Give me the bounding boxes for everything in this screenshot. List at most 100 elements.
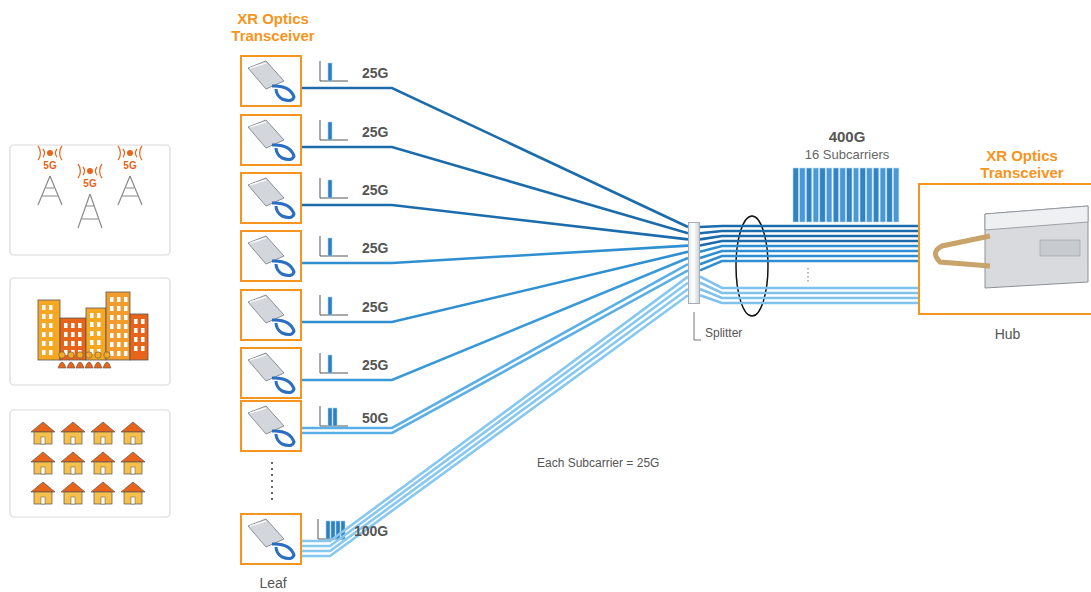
leaf-transceiver: 25G [240, 230, 302, 282]
window [124, 306, 128, 311]
building-icon [130, 314, 148, 360]
window [134, 328, 138, 333]
subcarrier-bar [800, 168, 805, 222]
house-wall [64, 462, 82, 474]
optical-splitter: Splitter [688, 222, 700, 304]
window [124, 342, 128, 347]
pull-tab [272, 145, 294, 160]
house-roof [121, 422, 145, 432]
house-wall [34, 432, 52, 444]
subcarrier-bar [328, 63, 332, 81]
building-body [38, 300, 60, 360]
tower-antenna [47, 150, 53, 156]
window [64, 341, 68, 346]
window [117, 315, 121, 320]
house-roof [31, 482, 55, 492]
house-door [71, 437, 75, 444]
window [141, 337, 145, 342]
splitter-label: Splitter [705, 327, 742, 341]
house-roof [61, 422, 85, 432]
window [124, 333, 128, 338]
subcarrier-bar [806, 168, 811, 222]
leaf-transceiver: 25G [240, 289, 302, 341]
window [71, 323, 75, 328]
fiber-strand [302, 289, 688, 551]
house-roof [121, 452, 145, 462]
house-door [41, 467, 45, 474]
house-door [71, 467, 75, 474]
pull-tab [272, 378, 294, 393]
house-icon [121, 482, 145, 504]
window [78, 341, 82, 346]
component-heading: XR Optics Transceiver [947, 147, 1091, 182]
subcarrier-bar [333, 408, 337, 426]
leaf-transceiver: XR Optics Transceiver25G [240, 55, 302, 107]
house-wall [124, 462, 142, 474]
window [64, 323, 68, 328]
hub-module [935, 206, 1088, 288]
radio-wave [43, 149, 44, 157]
tower-antenna [87, 168, 93, 174]
pull-tab [272, 86, 294, 101]
subcarrier-bar [880, 168, 885, 222]
house-icon [91, 422, 115, 444]
leaf-transceiver: 25G [240, 114, 302, 166]
window [110, 324, 114, 329]
tower-legs [118, 176, 142, 205]
house-wall [34, 462, 52, 474]
person-head [77, 352, 83, 358]
fiber-strand [700, 236, 918, 239]
window [110, 351, 114, 356]
spectrum-icon [320, 61, 348, 81]
window [64, 332, 68, 337]
house-icon [121, 452, 145, 474]
window [124, 297, 128, 302]
window [141, 346, 145, 351]
module-label [1040, 240, 1080, 256]
window [117, 351, 121, 356]
subcarrier-bar [328, 355, 332, 373]
subcarrier-bar [813, 168, 818, 222]
window [124, 324, 128, 329]
subcarrier-bar [328, 180, 332, 198]
fiber-link [302, 246, 688, 263]
note-label: Each Subcarrier = 25G [537, 457, 659, 471]
window [49, 305, 53, 310]
radio-wave [123, 149, 124, 157]
module-highlight [250, 180, 266, 185]
radio-wave [140, 146, 142, 160]
house-roof [91, 452, 115, 462]
house-roof [61, 452, 85, 462]
window [97, 340, 101, 345]
subcarrier-bar [328, 238, 332, 256]
radio-wave [118, 146, 120, 160]
house-wall [34, 492, 52, 504]
module-handle [935, 236, 990, 266]
window [97, 322, 101, 327]
leaf-transceiver: 25G [240, 172, 302, 224]
subcarrier-bar [328, 408, 332, 426]
window [90, 331, 94, 336]
building-body [86, 308, 106, 360]
role-label: Leaf [228, 575, 318, 591]
subcarrier-bar [887, 168, 892, 222]
transceiver-module [248, 120, 294, 160]
window [90, 313, 94, 318]
tower-legs [78, 194, 102, 228]
person-body [58, 362, 66, 368]
transceiver-module [248, 519, 294, 559]
fiber-strand [700, 277, 918, 288]
fiber-strand [302, 270, 688, 433]
subcarrier-bar [840, 168, 845, 222]
fiber-link [302, 264, 688, 433]
window [117, 342, 121, 347]
house-door [41, 437, 45, 444]
subcarrier-bar [847, 168, 852, 222]
house-icon [31, 422, 55, 444]
transceiver-module [248, 61, 294, 101]
radio-wave [38, 146, 40, 160]
building-icon [106, 292, 130, 360]
transceiver-module [248, 178, 294, 218]
radio-wave [56, 149, 57, 157]
person-body [76, 362, 84, 368]
